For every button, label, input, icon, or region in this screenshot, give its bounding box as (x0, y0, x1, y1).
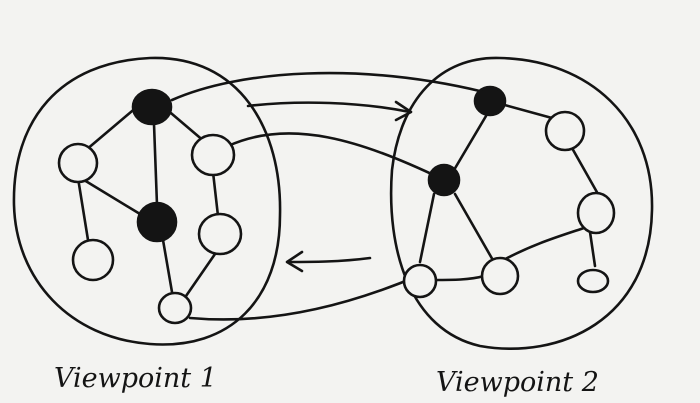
node-v1-mid-right (197, 212, 243, 256)
mapping-arrow-left (285, 250, 372, 273)
node-v1-bottom-left (71, 238, 115, 282)
viewpoint-1-edges (76, 104, 220, 298)
node-v1-right (190, 133, 236, 177)
viewpoint-2-edges (418, 102, 600, 282)
node-v2-right (576, 191, 616, 235)
node-v1-bottom (157, 291, 193, 325)
viewpoint-2-label: Viewpoint 2 (436, 367, 599, 398)
node-v2-bottom-mid (480, 256, 520, 296)
viewpoint-2-boundary (389, 56, 654, 350)
viewpoint-1-nodes (57, 88, 243, 325)
node-v2-center (427, 163, 461, 197)
node-v2-top-right (544, 110, 586, 152)
viewpoint-2-nodes (402, 85, 616, 299)
viewpoint-1-label: Viewpoint 1 (54, 363, 217, 394)
node-v1-top (131, 88, 173, 126)
node-v1-center (136, 201, 178, 243)
node-v2-top (473, 85, 507, 117)
cross-viewpoint-links (170, 71, 486, 321)
node-v2-bottom-right (576, 268, 610, 294)
node-v1-left (57, 142, 99, 184)
mapping-arrow-right (246, 100, 413, 122)
node-v2-bottom-left (402, 263, 438, 299)
